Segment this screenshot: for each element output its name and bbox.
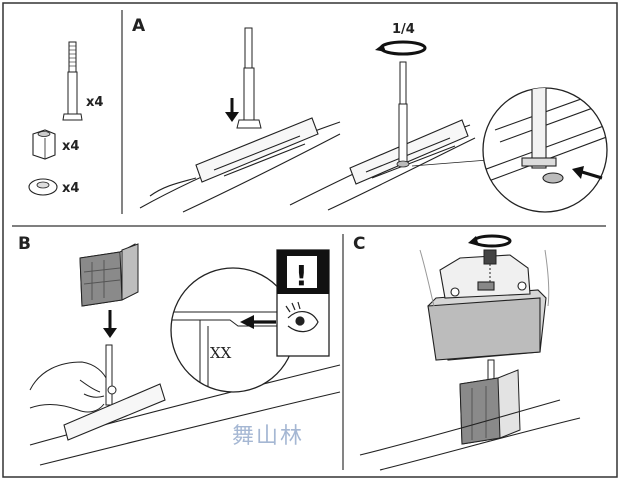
bolt-b xyxy=(105,344,117,406)
bolt-a1 xyxy=(236,27,262,129)
eye-icon xyxy=(285,301,319,333)
zoom-detail-a xyxy=(482,87,608,213)
roof-rail-c xyxy=(359,399,581,471)
part-nut xyxy=(32,129,56,160)
bolt-a2 xyxy=(396,61,410,168)
xx-marks: XX xyxy=(210,344,232,362)
part-bolt xyxy=(62,41,83,121)
rotate-arrow-icon xyxy=(468,234,512,248)
down-arrow-icon xyxy=(103,310,117,338)
rotate-arrow-icon xyxy=(375,40,427,56)
warning-box xyxy=(276,249,330,357)
vehicle-outline-c xyxy=(419,249,550,307)
turn-label: 1/4 xyxy=(392,22,415,37)
part-washer xyxy=(28,178,58,196)
nut-c xyxy=(483,249,497,284)
zoom-leader-a xyxy=(411,159,489,167)
roof-rail-a1 xyxy=(139,117,341,213)
foot-pad-c xyxy=(427,254,547,361)
step-c-label: C xyxy=(353,234,366,254)
adapter-block-b xyxy=(79,243,139,307)
watermark: 舞山林 xyxy=(232,424,305,449)
roof-rail-a2 xyxy=(289,119,476,211)
step-b-label: B xyxy=(18,234,31,254)
part-bolt-qty: x4 xyxy=(86,95,104,110)
step-a-label: A xyxy=(132,16,146,36)
hand-holding-bolt xyxy=(29,361,109,413)
part-washer-qty: x4 xyxy=(62,181,80,196)
warning-symbol: ! xyxy=(295,259,308,292)
left-arrow-icon xyxy=(572,166,603,180)
roof-rail-b xyxy=(29,364,341,466)
down-arrow-icon xyxy=(225,98,239,122)
adapter-block-c xyxy=(459,359,521,445)
left-arrow-icon xyxy=(240,315,276,329)
part-nut-qty: x4 xyxy=(62,139,80,154)
